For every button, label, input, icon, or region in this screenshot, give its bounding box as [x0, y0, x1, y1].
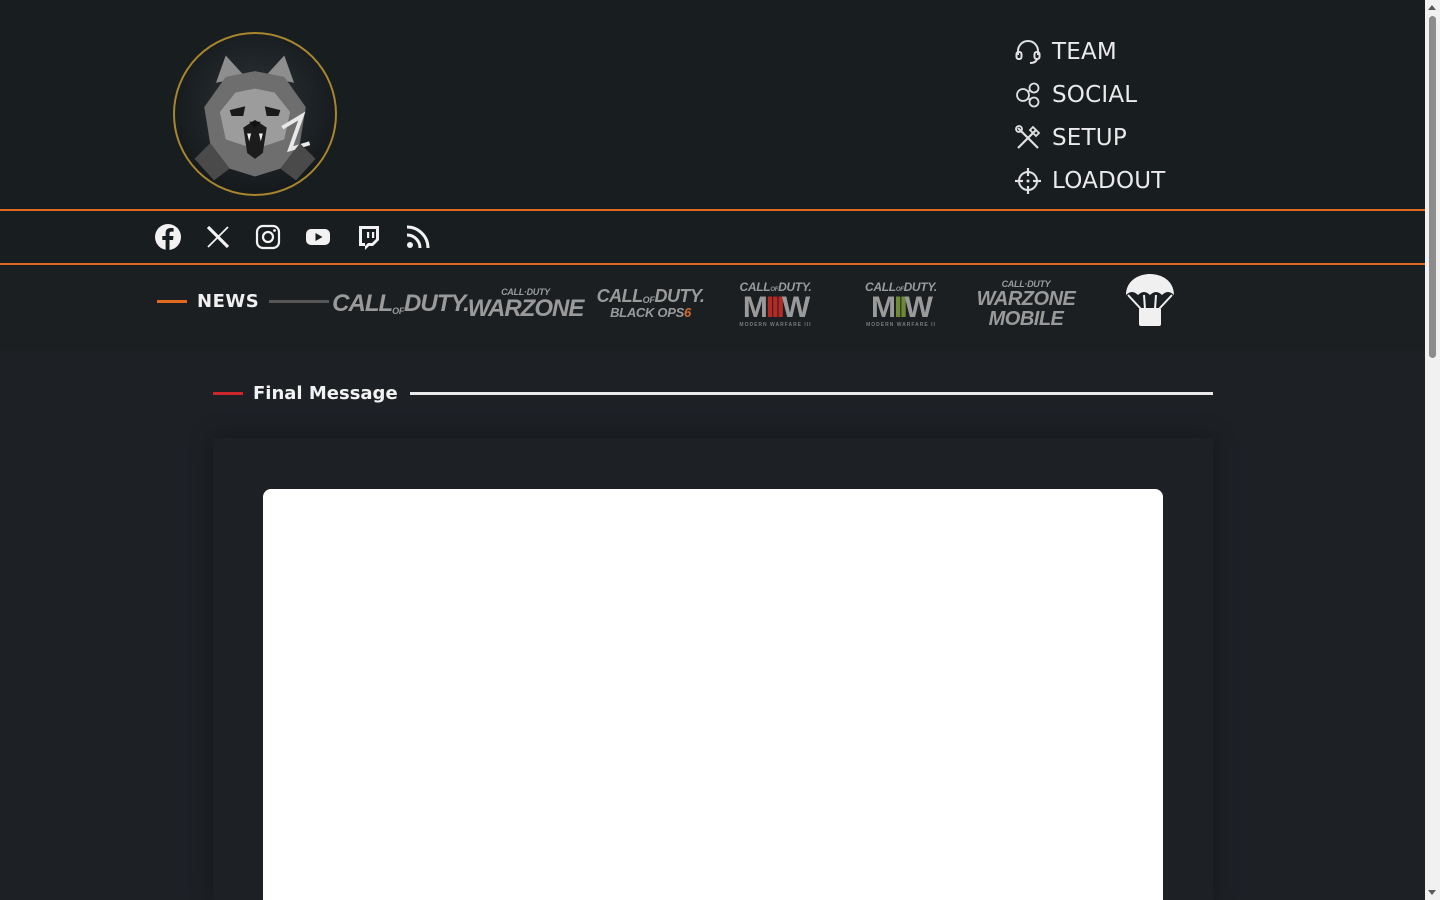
cod-word-call: CALL	[332, 290, 393, 317]
mw3-word-of: OF	[770, 286, 779, 293]
message-card	[263, 489, 1163, 900]
headset-icon	[1014, 38, 1042, 66]
tools-icon	[1014, 124, 1042, 152]
mw2-word-duty: DUTY.	[903, 279, 938, 294]
nav-label-setup: SETUP	[1052, 124, 1127, 151]
facebook-icon[interactable]	[154, 223, 182, 251]
mw3-m: M	[742, 290, 768, 324]
game-logo-warzone-mobile[interactable]: CALL·DUTY WARZONE MOBILE	[977, 275, 1076, 333]
social-bar	[0, 209, 1425, 265]
wzm-mobile: MOBILE	[988, 307, 1064, 330]
section-accent	[213, 391, 243, 395]
crosshair-icon	[1014, 167, 1042, 195]
news-link[interactable]: NEWS	[157, 289, 330, 313]
scroll-thumb[interactable]	[1429, 16, 1436, 358]
game-logo-warzone[interactable]: CALL·DUTY WARZONE	[468, 275, 585, 333]
cod-word-duty: DUTY.	[404, 290, 470, 317]
news-rule	[269, 299, 330, 303]
nav-item-setup[interactable]: SETUP	[1014, 116, 1166, 159]
cod-word-of: OF	[392, 306, 405, 316]
mw2-numeral: II	[894, 290, 908, 324]
news-label: NEWS	[197, 290, 260, 312]
mw2-m: M	[871, 290, 896, 324]
twitch-icon[interactable]	[354, 223, 382, 251]
mw3-word-duty: DUTY.	[778, 279, 812, 294]
nav-item-social[interactable]: SOCIAL	[1014, 73, 1166, 116]
site-header: TEAM SOCIAL SETUP LOADOUT	[0, 0, 1425, 210]
youtube-icon[interactable]	[304, 223, 332, 251]
supply-drop-icon[interactable]	[1124, 273, 1176, 327]
wzm-title: WARZONE	[976, 287, 1076, 310]
rss-icon[interactable]	[404, 223, 432, 251]
section-rule	[409, 391, 1213, 395]
nav-item-loadout[interactable]: LOADOUT	[1014, 159, 1166, 202]
bo6-word-of: OF	[642, 295, 655, 305]
section-title: Final Message	[253, 382, 398, 404]
nav-label-loadout: LOADOUT	[1052, 167, 1166, 194]
mw2-w: W	[904, 290, 933, 324]
wzm-cod-label: CALL·DUTY	[1001, 278, 1051, 289]
mw3-word-call: CALL	[739, 279, 771, 294]
bo6-black-ops: BLACK OPS	[610, 305, 684, 320]
mw3-subtitle: MODERN WARFARE III	[739, 321, 812, 328]
bo6-subtitle: BLACK OPS6	[610, 305, 691, 321]
mw3-numeral: III	[765, 290, 785, 324]
wz-title: WARZONE	[467, 294, 585, 322]
scroll-up-arrow-icon[interactable]	[1428, 5, 1436, 10]
x-icon[interactable]	[204, 223, 232, 251]
wz-cod-label: CALL·DUTY	[501, 286, 550, 297]
network-icon	[1014, 81, 1042, 109]
news-accent	[157, 299, 187, 303]
mw2-word-call: CALL	[865, 279, 896, 294]
nav-label-team: TEAM	[1052, 38, 1117, 65]
section-heading: Final Message	[213, 380, 1213, 406]
mw2-word-of: OF	[895, 286, 904, 293]
instagram-icon[interactable]	[254, 223, 282, 251]
bo6-number: 6	[683, 305, 691, 320]
wolf-logo[interactable]	[173, 32, 337, 196]
main-nav: TEAM SOCIAL SETUP LOADOUT	[1014, 30, 1166, 202]
page-scrollbar[interactable]	[1425, 0, 1440, 900]
scroll-down-arrow-icon[interactable]	[1428, 890, 1436, 895]
bo6-word-call: CALL	[596, 286, 644, 306]
nav-item-team[interactable]: TEAM	[1014, 30, 1166, 73]
mw3-w: W	[781, 290, 810, 324]
nav-label-social: SOCIAL	[1052, 81, 1138, 108]
mw2-subtitle: MODERN WARFARE II	[866, 321, 936, 328]
bo6-word-duty: DUTY.	[654, 286, 705, 306]
wolf-icon	[194, 55, 316, 181]
social-icons	[154, 223, 454, 251]
